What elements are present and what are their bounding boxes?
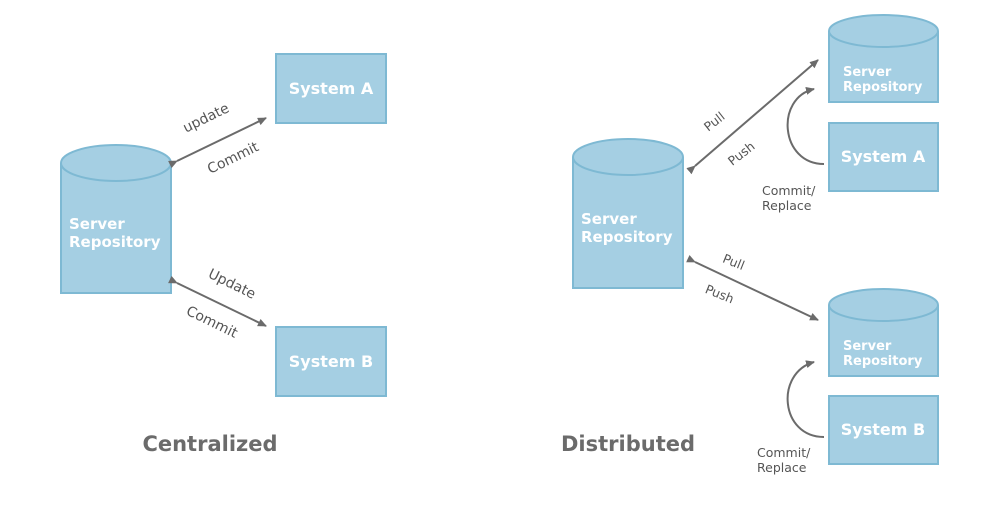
centralized-server-label-line2: Repository xyxy=(69,233,161,251)
centralized-arrow-a xyxy=(168,117,267,169)
centralized-system-b-label: System B xyxy=(289,352,373,371)
centralized-system-a-label: System A xyxy=(289,79,374,98)
centralized-arrow-b xyxy=(168,275,267,327)
distributed-repo-b-label-line1: Server xyxy=(843,339,892,354)
distributed-loop-a-label-line1: Commit/ xyxy=(762,183,816,198)
centralized-server-repository: Server Repository xyxy=(60,144,172,294)
distributed-edge-a-top-label: Pull xyxy=(701,109,728,134)
centralized-edge-a-bottom-label: Commit xyxy=(205,139,262,178)
centralized-system-a: System A xyxy=(275,53,387,124)
distributed-repo-b-label-line2: Repository xyxy=(843,354,923,369)
distributed-repo-a-label-line1: Server xyxy=(843,65,892,80)
centralized-server-label-line1: Server xyxy=(69,215,125,233)
distributed-loop-b-label-line1: Commit/ xyxy=(757,445,811,460)
distributed-system-a: System A xyxy=(828,122,939,192)
centralized-edge-b-top-label: Update xyxy=(205,266,258,303)
distributed-loop-arrow-b xyxy=(786,360,825,438)
distributed-loop-b-label-line2: Replace xyxy=(757,460,807,475)
distributed-repo-b: Server Repository xyxy=(828,288,939,377)
distributed-repo-a-label-line2: Repository xyxy=(843,80,923,95)
distributed-system-b: System B xyxy=(828,395,939,465)
centralized-system-b: System B xyxy=(275,326,387,397)
distributed-loop-a-label-line2: Replace xyxy=(762,198,812,213)
distributed-main-server-label-line1: Server xyxy=(581,210,637,228)
distributed-edge-a-bottom-label: Push xyxy=(725,138,758,168)
distributed-main-server-label-line2: Repository xyxy=(581,228,673,246)
distributed-arrow-a xyxy=(686,59,819,175)
distributed-arrow-b xyxy=(686,254,819,321)
distributed-main-server-repository: Server Repository xyxy=(572,138,684,289)
distributed-system-b-label: System B xyxy=(841,420,925,439)
distributed-system-a-label: System A xyxy=(841,147,926,166)
centralized-edge-a-top-label: update xyxy=(181,100,232,136)
distributed-caption: Distributed xyxy=(561,432,695,456)
distributed-loop-arrow-a xyxy=(786,86,825,165)
distributed-edge-b-top-label: Pull xyxy=(721,251,747,273)
distributed-edge-b-bottom-label: Push xyxy=(703,281,736,306)
distributed-repo-a: Server Repository xyxy=(828,14,939,103)
centralized-caption: Centralized xyxy=(142,432,277,456)
